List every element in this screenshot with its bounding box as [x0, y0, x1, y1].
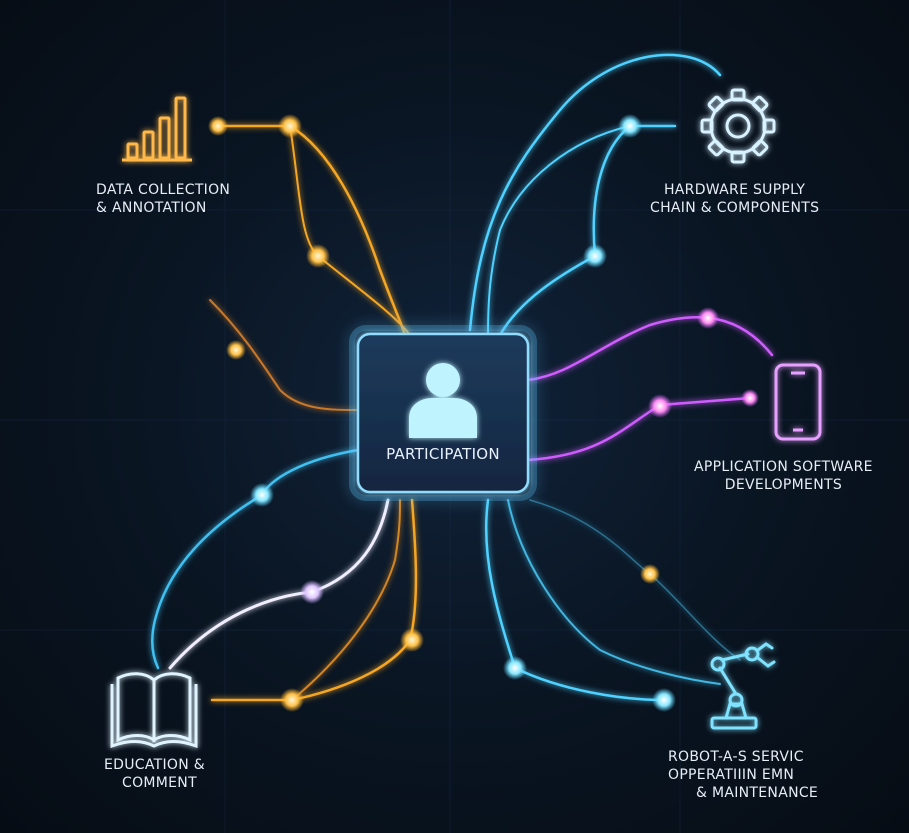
- data-collection-label-line2: & ANNOTATION: [96, 200, 207, 216]
- node-dot-magenta-1: [697, 307, 719, 329]
- link-education-c: [291, 499, 401, 701]
- open-book-icon: [110, 672, 198, 749]
- node-dot-cyan-5: [652, 688, 676, 712]
- robot-arm-icon: [710, 642, 776, 730]
- education-label: EDUCATION & COMMENT: [104, 756, 205, 792]
- participation-label: PARTICIPATION: [386, 445, 500, 463]
- node-dot-orange-2: [278, 114, 302, 138]
- node-dot-orange-4: [226, 340, 246, 360]
- link-hardware-b: [498, 124, 677, 337]
- robot-label-line3: & MAINTENANCE: [696, 785, 819, 801]
- node-dot-cyan-4: [503, 656, 527, 680]
- education-label-line1: EDUCATION &: [104, 757, 205, 773]
- node-dot-magenta-3: [741, 389, 759, 407]
- link-data-collection-c: [209, 299, 359, 411]
- robot-label: ROBOT-A-S SERVIC OPPERATIIIN EMN & MAINT…: [668, 748, 818, 802]
- person-icon: [409, 363, 477, 438]
- node-dot-cyan-3: [250, 483, 274, 507]
- link-hardware-c: [487, 125, 631, 336]
- robot-label-line2: OPPERATIIIN EMN: [668, 767, 795, 783]
- node-dot-cyan-1: [618, 114, 642, 138]
- hardware-label-line1: HARDWARE SUPPLY: [663, 182, 806, 198]
- node-dot-orange-6: [280, 688, 304, 712]
- node-dot-cyan-2: [583, 244, 607, 268]
- link-education-a: [168, 498, 390, 670]
- hardware-label: HARDWARE SUPPLY CHAIN & COMPONENTS: [650, 181, 819, 217]
- link-left-cyan: [150, 448, 360, 670]
- robot-label-line1: ROBOT-A-S SERVIC: [668, 749, 804, 765]
- data-collection-label: DATA COLLECTION & ANNOTATION: [96, 181, 230, 217]
- node-dot-violet-1: [300, 580, 324, 604]
- link-robot-c: [529, 499, 741, 661]
- node-dot-orange-1: [208, 116, 228, 136]
- link-robot-b: [507, 499, 721, 685]
- link-application-a: [526, 315, 774, 382]
- application-label-line1: APPLICATION SOFTWARE: [694, 459, 873, 475]
- bar-chart-icon: [122, 96, 192, 162]
- data-collection-label-line1: DATA COLLECTION: [96, 182, 231, 198]
- application-label: APPLICATION SOFTWARE DEVELOPMENTS: [694, 458, 873, 494]
- link-application-b: [526, 396, 752, 462]
- node-dot-orange-3: [306, 244, 330, 268]
- glow-nodes: [208, 114, 759, 712]
- link-hardware-a: [468, 53, 722, 332]
- application-label-line2: DEVELOPMENTS: [724, 477, 843, 493]
- gear-icon: [700, 88, 776, 164]
- node-dot-magenta-2: [648, 394, 672, 418]
- link-data-collection-a: [216, 124, 407, 337]
- education-label-line2: COMMENT: [122, 775, 197, 791]
- hardware-label-line2: CHAIN & COMPONENTS: [650, 200, 820, 216]
- smartphone-icon: [774, 363, 822, 441]
- node-dot-orange-7: [640, 564, 660, 584]
- node-dot-orange-5: [400, 628, 424, 652]
